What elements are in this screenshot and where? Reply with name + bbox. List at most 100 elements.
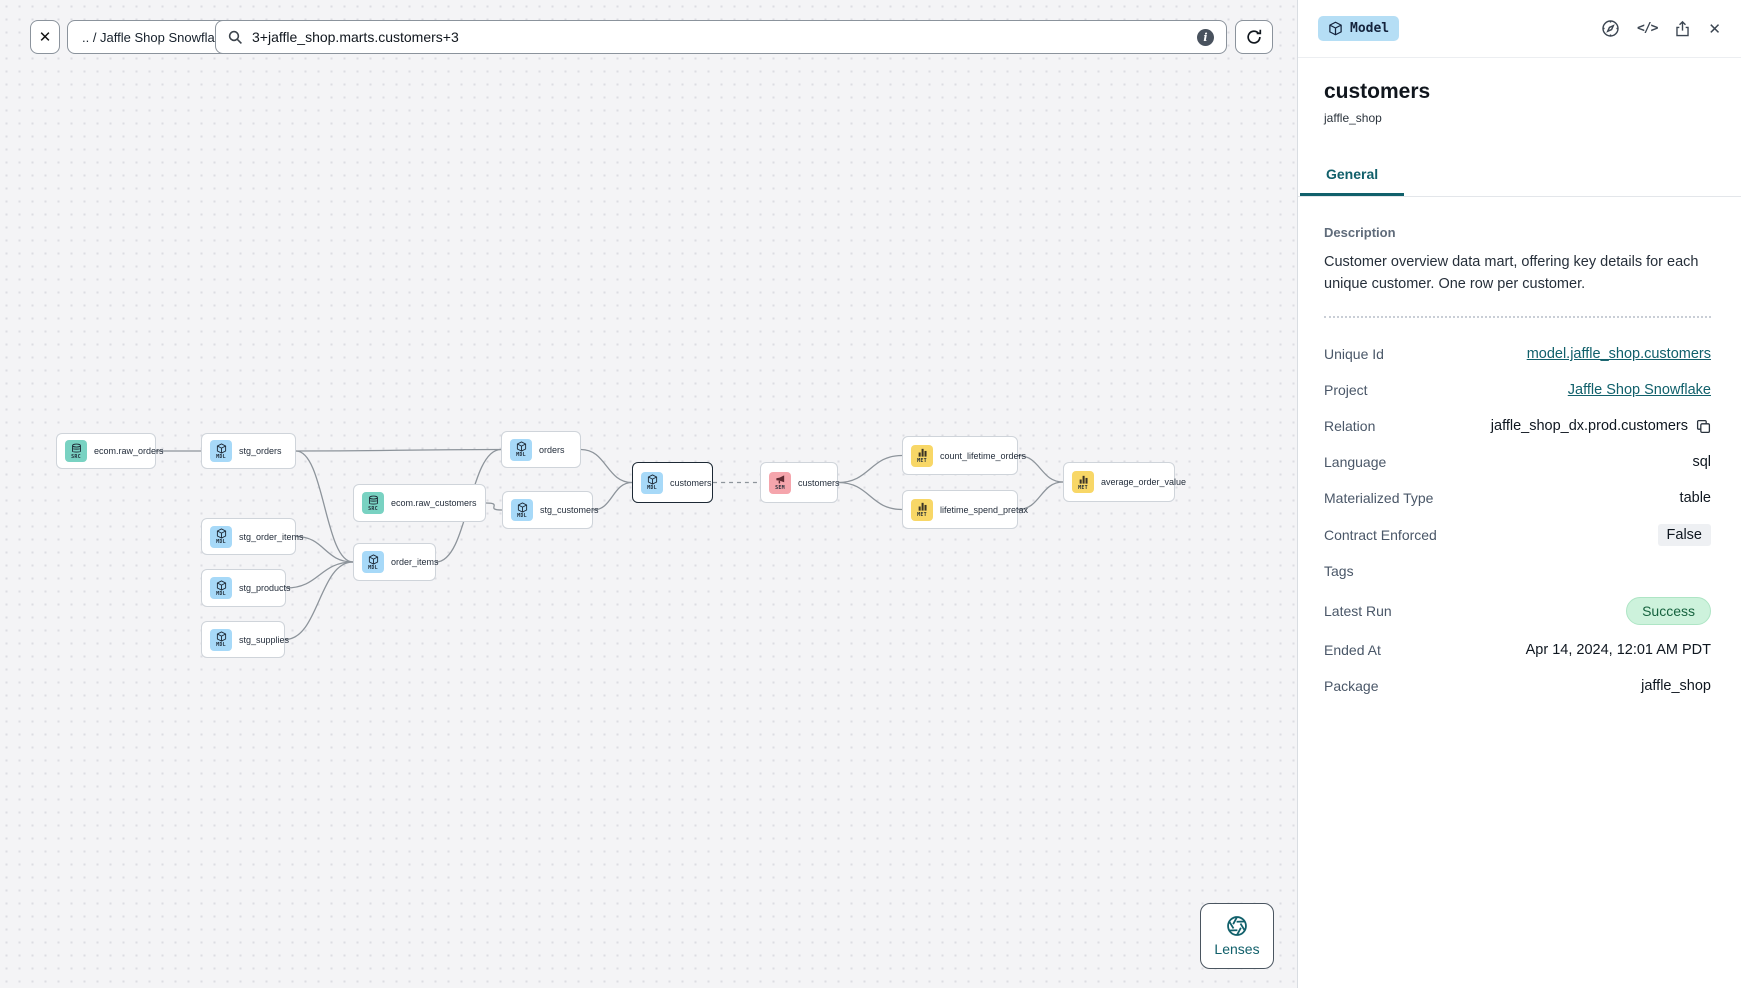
close-lineage-button[interactable]: ✕ (30, 20, 60, 54)
lineage-edge (285, 561, 354, 589)
node-label: lifetime_spend_pretax (940, 504, 1029, 515)
node-label: stg_order_items (239, 531, 304, 542)
node-label: stg_products (239, 583, 291, 593)
field-link[interactable]: model.jaffle_shop.customers (1526, 346, 1711, 362)
lineage-node-stg_orders[interactable]: MDL stg_orders (201, 433, 296, 469)
lineage-edges (155, 448, 1064, 641)
lineage-node-raw_customers[interactable]: SRC ecom.raw_customers (353, 484, 486, 522)
field-label: Contract Enforced (1324, 526, 1437, 543)
field-label: Project (1324, 382, 1368, 398)
field-value: Apr 14, 2024, 12:01 AM PDT (1525, 642, 1711, 658)
node-label: order_items (391, 557, 439, 567)
field-value: jaffle_shop (1641, 678, 1711, 694)
lineage-node-lifetime_spend_pretax[interactable]: MET lifetime_spend_pretax (902, 490, 1028, 529)
node-label: customers (670, 477, 712, 488)
field-label: Ended At (1324, 642, 1381, 658)
panel-tabbar: General (1298, 155, 1741, 197)
field-row-language: Language sql (1324, 452, 1711, 473)
resource-type-badge: Model (1318, 16, 1400, 41)
field-label: Package (1324, 678, 1379, 694)
lineage-edge (580, 448, 633, 484)
bar-chart-icon: MET (1072, 471, 1094, 493)
model-icon: MDL (641, 471, 663, 494)
status-badge: Success (1626, 596, 1711, 625)
lineage-node-customers[interactable]: MDL customers (632, 462, 713, 503)
field-label: Latest Run (1324, 602, 1392, 619)
field-label: Language (1324, 454, 1387, 470)
field-row-materialized-type: Materialized Type table (1324, 488, 1711, 509)
model-icon: MDL (510, 438, 532, 461)
lineage-edge (284, 561, 354, 641)
page-title: customers (1324, 80, 1431, 103)
lineage-edge (295, 448, 502, 452)
node-label: customers (798, 477, 840, 488)
node-label: count_lifetime_orders (940, 450, 1027, 461)
close-panel-icon[interactable]: ✕ (1708, 20, 1721, 38)
details-panel: Model </> ✕ customers jaffle_shop (1297, 0, 1741, 988)
breadcrumb[interactable]: .. / Jaffle Shop Snowflake (67, 20, 244, 54)
model-icon: MDL (210, 628, 232, 651)
lineage-node-count_lifetime_orders[interactable]: MET count_lifetime_orders (902, 436, 1026, 475)
lineage-edge (1017, 454, 1064, 483)
contract-badge: False (1657, 523, 1711, 546)
search-icon (228, 30, 243, 45)
lineage-edge (1017, 481, 1064, 511)
field-row-contract-enforced: Contract Enforced False (1324, 523, 1711, 546)
lineage-edge (485, 502, 503, 511)
model-icon: MDL (362, 551, 384, 573)
divider (1324, 315, 1711, 318)
share-icon[interactable] (1674, 20, 1691, 38)
node-label: ecom.raw_orders (94, 446, 164, 456)
bar-chart-icon: MET (911, 498, 933, 521)
field-link[interactable]: Jaffle Shop Snowflake (1567, 382, 1711, 398)
refresh-button[interactable] (1235, 20, 1273, 54)
bar-chart-icon: MET (911, 444, 933, 467)
model-icon: MDL (210, 577, 232, 599)
lineage-node-stg_supplies[interactable]: MDL stg_supplies (201, 621, 289, 658)
field-label: Materialized Type (1324, 490, 1434, 506)
node-label: stg_customers (540, 505, 599, 515)
explore-compass-icon[interactable] (1601, 19, 1620, 38)
lineage-edge (592, 481, 633, 511)
info-icon[interactable]: i (1197, 28, 1214, 46)
model-icon: MDL (210, 440, 232, 462)
lineage-edge (295, 450, 354, 563)
lenses-aperture-icon (1226, 915, 1248, 937)
lineage-edge (295, 535, 354, 563)
field-row-tags: Tags (1324, 561, 1711, 582)
field-label: Unique Id (1324, 346, 1384, 362)
lenses-button[interactable]: Lenses (1200, 903, 1274, 969)
lineage-node-order_items[interactable]: MDL order_items (353, 543, 439, 581)
tab-general[interactable]: General (1300, 155, 1405, 196)
lineage-node-stg_order_items[interactable]: MDL stg_order_items (201, 518, 304, 555)
lineage-node-raw_orders[interactable]: SRC ecom.raw_orders (56, 433, 164, 469)
model-icon: MDL (210, 525, 232, 548)
database-icon: SRC (362, 492, 384, 514)
field-label: Tags (1324, 563, 1354, 579)
node-label: stg_supplies (239, 634, 290, 645)
lineage-search[interactable]: 3+jaffle_shop.marts.customers+3 i (215, 20, 1227, 54)
field-value: jaffle_shop_dx.prod.customers (1490, 418, 1688, 434)
lineage-node-stg_products[interactable]: MDL stg_products (201, 569, 291, 607)
model-icon: MDL (511, 499, 533, 521)
field-value: sql (1692, 454, 1711, 470)
lineage-edge (837, 481, 903, 511)
field-value: table (1679, 490, 1711, 506)
search-input[interactable]: 3+jaffle_shop.marts.customers+3 (252, 29, 459, 45)
database-icon: SRC (65, 440, 87, 462)
cube-icon (1328, 21, 1343, 36)
code-icon[interactable]: </> (1636, 21, 1659, 36)
field-row-package: Package jaffle_shop (1324, 676, 1711, 697)
description-text: Customer overview data mart, offering ke… (1324, 254, 1699, 292)
node-label: stg_orders (239, 446, 282, 456)
copy-icon[interactable] (1696, 419, 1711, 434)
lineage-node-stg_customers[interactable]: MDL stg_customers (502, 491, 599, 529)
field-row-unique-id: Unique Id model.jaffle_shop.customers (1324, 344, 1711, 365)
field-row-latest-run: Latest Run Success (1324, 596, 1711, 625)
lenses-label: Lenses (1214, 941, 1260, 957)
node-label: ecom.raw_customers (391, 498, 477, 508)
